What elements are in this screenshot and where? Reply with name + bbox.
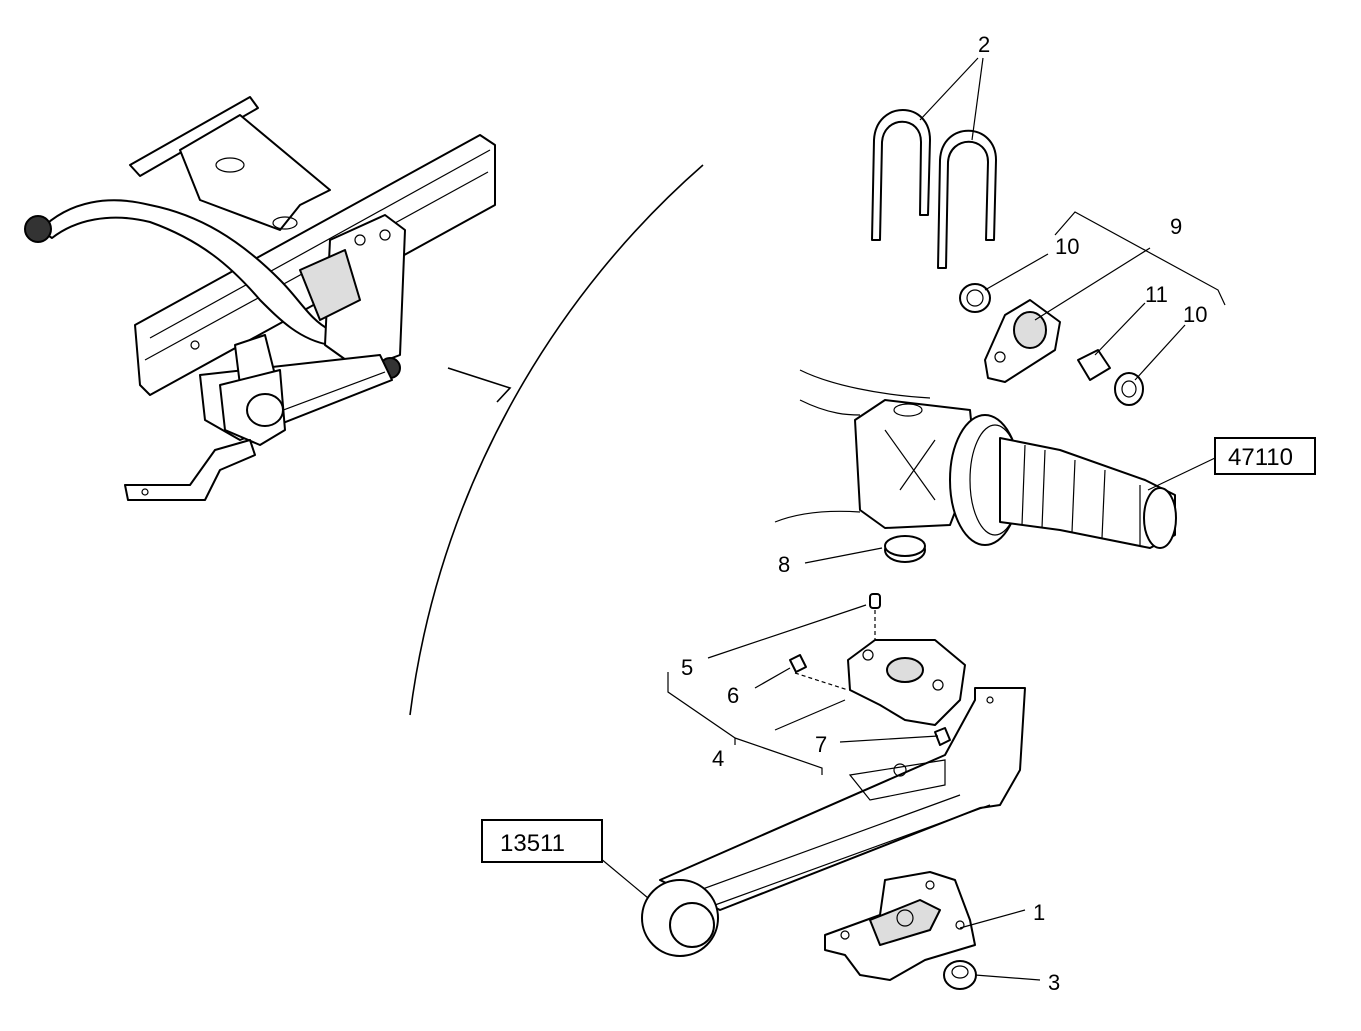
- callout-8: 8: [778, 552, 790, 577]
- callout-11: 11: [1145, 282, 1168, 307]
- reference-box-47110: 47110: [1214, 437, 1316, 475]
- callout-6: 6: [727, 683, 739, 708]
- callout-10-upper: 10: [1055, 234, 1079, 259]
- callout-7: 7: [815, 732, 827, 757]
- callout-2: 2: [978, 32, 990, 57]
- leaf-spring: [641, 687, 1026, 957]
- nut: [943, 960, 977, 990]
- plug: [884, 535, 926, 563]
- callout-3: 3: [1048, 970, 1060, 995]
- spring-seat-assembly: [789, 593, 966, 746]
- chassis-overview: [24, 96, 496, 501]
- detail-zoom-arc: [409, 164, 704, 716]
- svg-text:47110: 47110: [1228, 444, 1293, 471]
- leader-lines: [599, 57, 1226, 981]
- u-bolts: [871, 109, 997, 269]
- spring-bracket-assembly: [959, 283, 1144, 406]
- reference-box-13511: 13511: [481, 819, 603, 863]
- callout-4: 4: [712, 746, 724, 771]
- callout-5: 5: [681, 655, 693, 680]
- callout-1: 1: [1033, 900, 1045, 925]
- callout-labels: 2 9 10 11 10 8 5 6 7 4 1 3: [681, 32, 1207, 995]
- callout-10-lower: 10: [1183, 302, 1207, 327]
- callout-9: 9: [1170, 214, 1182, 239]
- axle-housing: [774, 369, 1177, 549]
- spring-pad-bracket: [824, 871, 976, 981]
- svg-text:13511: 13511: [500, 830, 565, 857]
